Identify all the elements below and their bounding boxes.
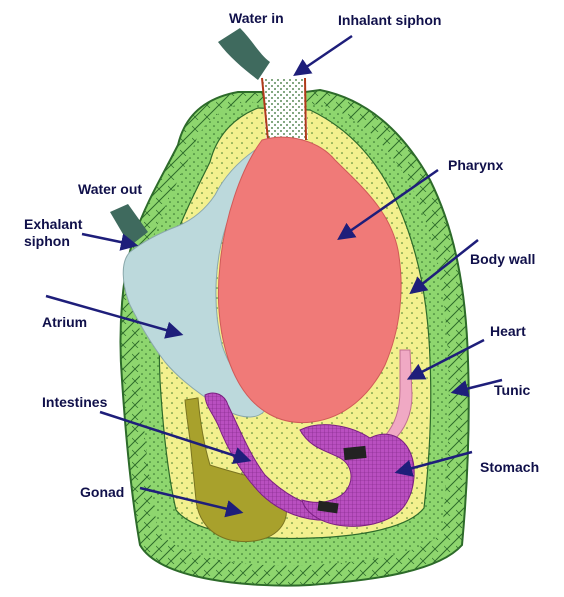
label-water-in: Water in	[229, 10, 284, 26]
label-tunic: Tunic	[494, 382, 531, 398]
label-heart: Heart	[490, 323, 526, 339]
label-exhalant-siphon-line2: siphon	[24, 233, 70, 249]
label-water-out: Water out	[78, 181, 142, 197]
label-atrium: Atrium	[42, 314, 87, 330]
label-pharynx: Pharynx	[448, 157, 503, 173]
label-stomach: Stomach	[480, 459, 539, 475]
label-inhalant-siphon: Inhalant siphon	[338, 12, 441, 28]
label-body-wall: Body wall	[470, 251, 535, 267]
label-intestines: Intestines	[42, 394, 108, 410]
label-gonad: Gonad	[80, 484, 124, 500]
label-exhalant-siphon-line1: Exhalant	[24, 216, 83, 232]
arrow-inhalant-siphon	[296, 36, 352, 74]
inhalant-siphon-tube	[218, 28, 270, 80]
inhalant-siphon-opening	[262, 78, 308, 140]
